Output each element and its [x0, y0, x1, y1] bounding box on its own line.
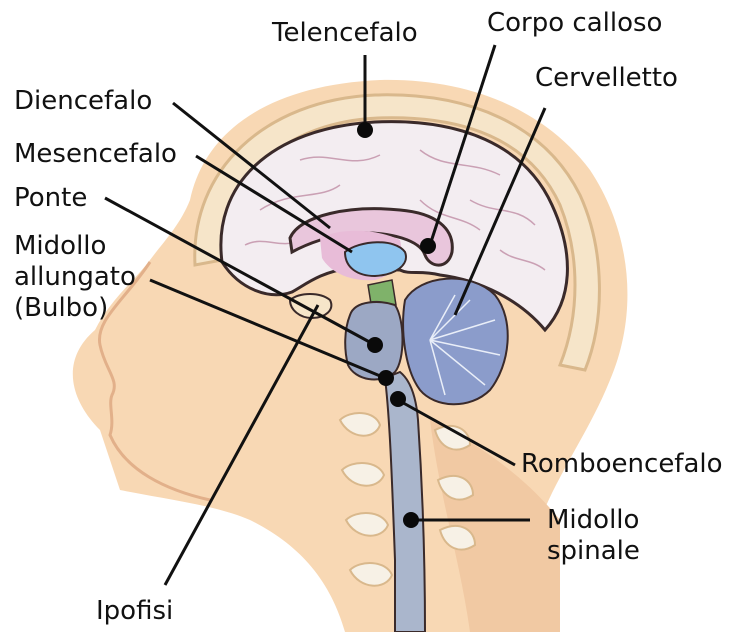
midbrain-shape [345, 242, 406, 276]
dot-pons [367, 337, 383, 353]
dot-midollo-spinale [403, 512, 419, 528]
label-midollo-allungato-line2: allungato [14, 262, 136, 293]
label-romboencefalo: Romboencefalo [521, 449, 723, 480]
cerebellum-shape [403, 279, 508, 405]
label-midollo-allungato-line3: (Bulbo) [14, 293, 136, 324]
dot-corpo-calloso [420, 238, 436, 254]
label-ipofisi: Ipofisi [96, 596, 173, 627]
label-midollo-spinale-line2: spinale [547, 536, 640, 567]
dot-medulla [378, 370, 394, 386]
label-midollo-spinale: Midollo spinale [547, 505, 640, 567]
label-mesencefalo: Mesencefalo [14, 139, 177, 170]
label-cervelletto: Cervelletto [535, 63, 678, 94]
label-midollo-allungato-line1: Midollo [14, 231, 136, 262]
label-ponte: Ponte [14, 183, 87, 214]
label-diencefalo: Diencefalo [14, 86, 152, 117]
label-midollo-spinale-line1: Midollo [547, 505, 640, 536]
label-telencefalo: Telencefalo [272, 18, 418, 49]
dot-telencefalo [357, 122, 373, 138]
dot-romboencefalo [390, 391, 406, 407]
label-midollo-allungato: Midollo allungato (Bulbo) [14, 231, 136, 324]
label-corpo-calloso: Corpo calloso [487, 8, 662, 39]
